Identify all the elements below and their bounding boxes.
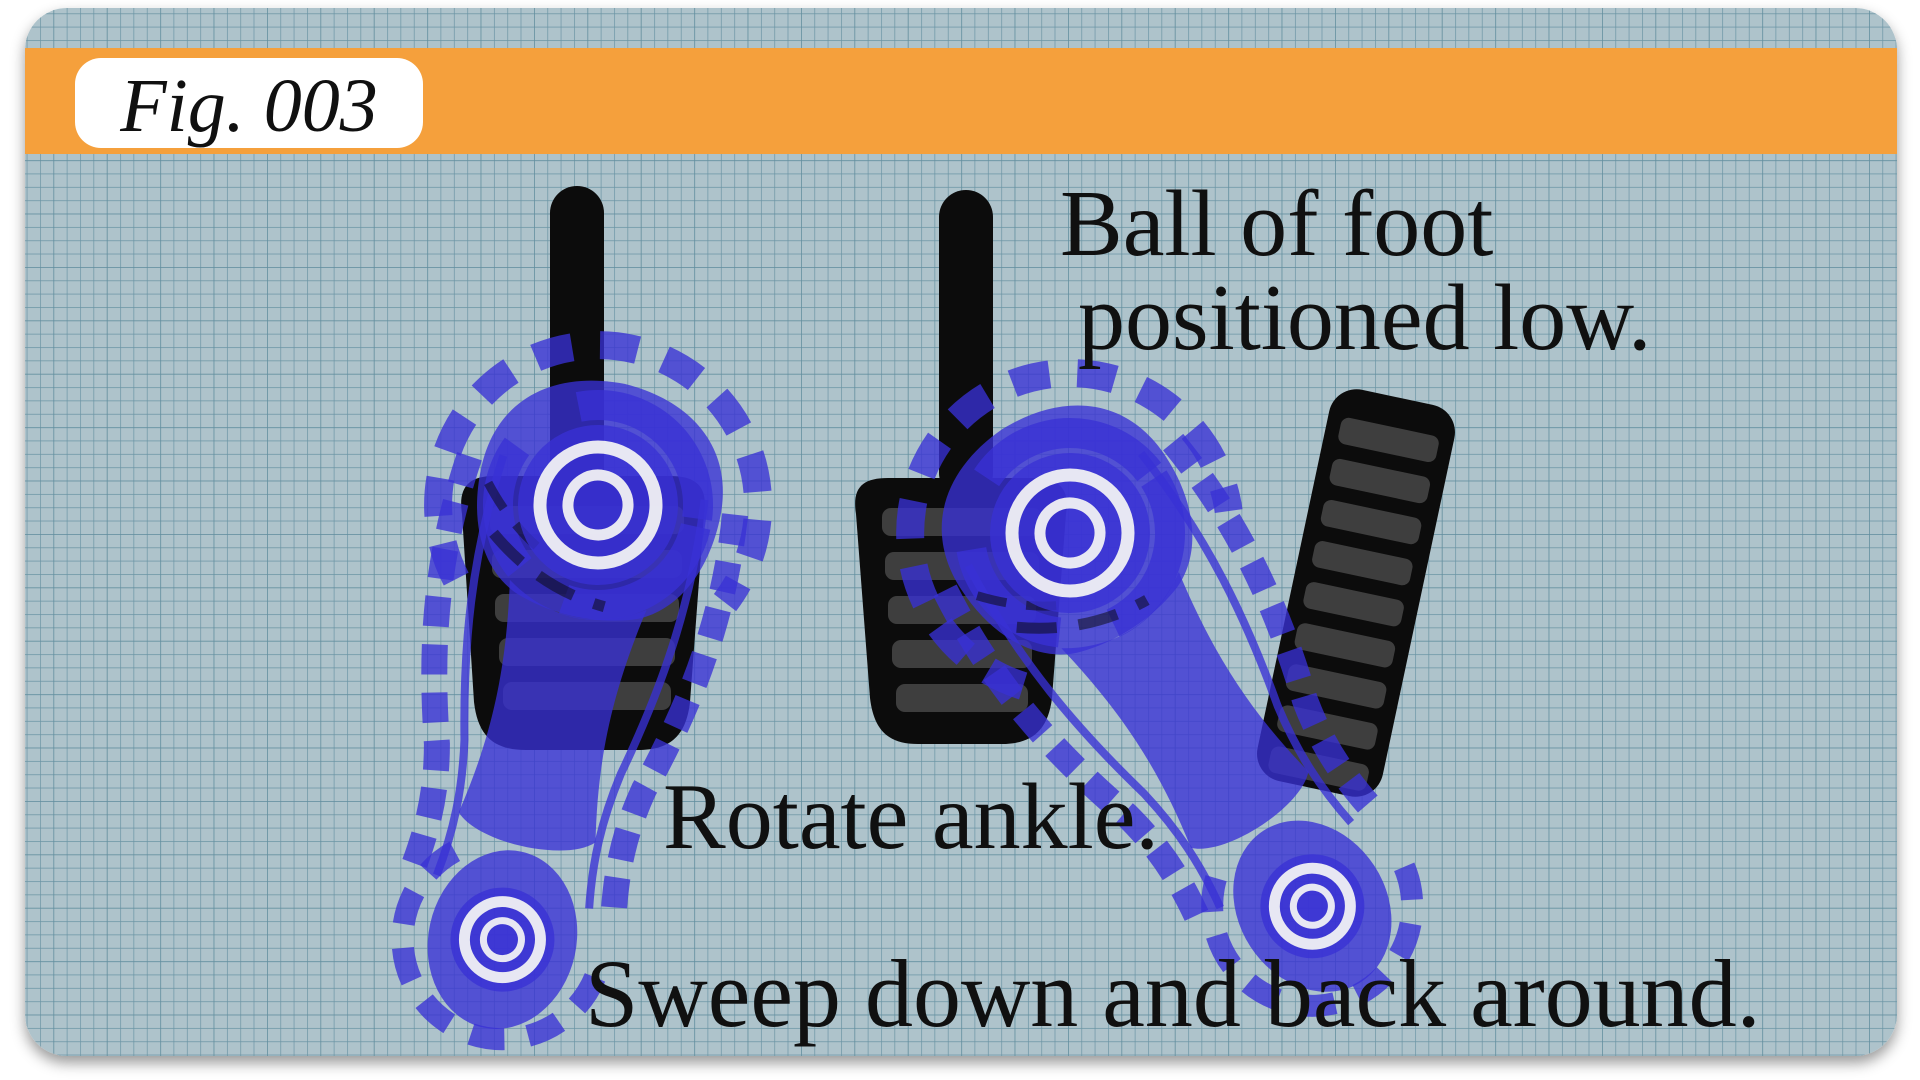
brake-pedal-stem (939, 190, 993, 500)
annotation-ball-of-foot-line1: Ball of foot (1060, 172, 1493, 276)
figure-label-box (75, 58, 423, 148)
annotation-rotate-ankle: Rotate ankle. (663, 765, 1159, 869)
annotation-sweep: Sweep down and back around. (585, 940, 1761, 1047)
accelerator-pedal (1257, 389, 1455, 797)
annotation-ball-of-foot-line2: positioned low. (1078, 266, 1652, 370)
figure-label: Fig. 003 (119, 64, 378, 148)
